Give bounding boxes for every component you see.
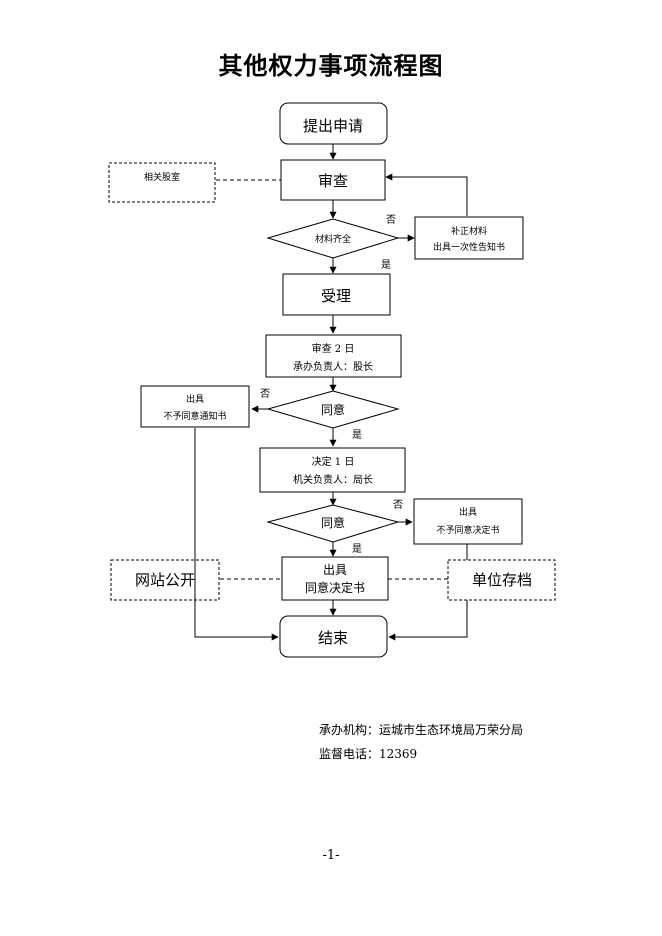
- node-review-label: 审查: [318, 172, 348, 190]
- label-no-1: 否: [386, 214, 396, 226]
- connector-reject1-end: [194, 428, 279, 641]
- node-archive: [447, 559, 556, 601]
- node-review2-label-2: 承办负责人：股长: [293, 360, 373, 373]
- page-number: -1-: [322, 848, 340, 863]
- node-issue: [281, 556, 389, 601]
- page-title: 其他权力事项流程图: [218, 51, 444, 80]
- node-website: [110, 559, 220, 601]
- label-yes-3: 是: [352, 543, 362, 555]
- node-supplement-label-1: 补正材料: [451, 225, 487, 237]
- node-agree1-label: 同意: [321, 402, 345, 417]
- footer-agency: 承办机构：运城市生态环境局万荣分局: [319, 723, 524, 737]
- node-review2-label-1: 审查 2 日: [312, 342, 355, 355]
- connector-supplement-review: [385, 173, 468, 216]
- node-review2: [265, 334, 402, 378]
- node-reject1-label-1: 出具: [186, 393, 204, 405]
- node-website-label: 网站公开: [135, 571, 195, 589]
- node-supplement: [414, 216, 524, 260]
- node-decide-label-1: 决定 1 日: [312, 455, 355, 468]
- node-end-label: 结束: [318, 629, 348, 647]
- node-materials-check-label: 材料齐全: [315, 233, 351, 245]
- label-yes-1: 是: [381, 259, 391, 271]
- node-archive-label: 单位存档: [472, 571, 532, 589]
- node-reject2-label-1: 出具: [459, 506, 477, 518]
- node-decide: [259, 447, 406, 493]
- node-related-dept: [108, 162, 216, 203]
- node-agree2-label: 同意: [321, 515, 345, 530]
- node-accept: [282, 273, 391, 316]
- label-no-3: 否: [393, 499, 403, 511]
- node-related-dept-label: 相关股室: [144, 171, 180, 183]
- node-reject2: [413, 498, 523, 545]
- node-issue-label-1: 出具: [323, 563, 347, 577]
- node-apply-label: 提出申请: [303, 117, 363, 135]
- node-reject1-label-2: 不予同意通知书: [163, 410, 226, 422]
- node-decide-label-2: 机关负责人：局长: [293, 473, 373, 486]
- footer-phone: 监督电话：12369: [319, 747, 418, 761]
- node-supplement-label-2: 出具一次性告知书: [433, 241, 505, 253]
- label-no-2: 否: [260, 388, 270, 400]
- node-agree1: [266, 390, 400, 429]
- label-yes-2: 是: [352, 429, 362, 441]
- node-issue-label-2: 同意决定书: [305, 580, 365, 595]
- node-end: [279, 615, 388, 658]
- connector-archive-end: [388, 600, 468, 641]
- node-reject1: [140, 385, 250, 428]
- node-accept-label: 受理: [321, 287, 351, 305]
- node-reject2-label-2: 不予同意决定书: [436, 524, 499, 536]
- node-materials-check: [266, 218, 400, 259]
- node-agree2: [266, 504, 400, 543]
- node-review: [280, 159, 386, 201]
- node-apply: [279, 102, 388, 145]
